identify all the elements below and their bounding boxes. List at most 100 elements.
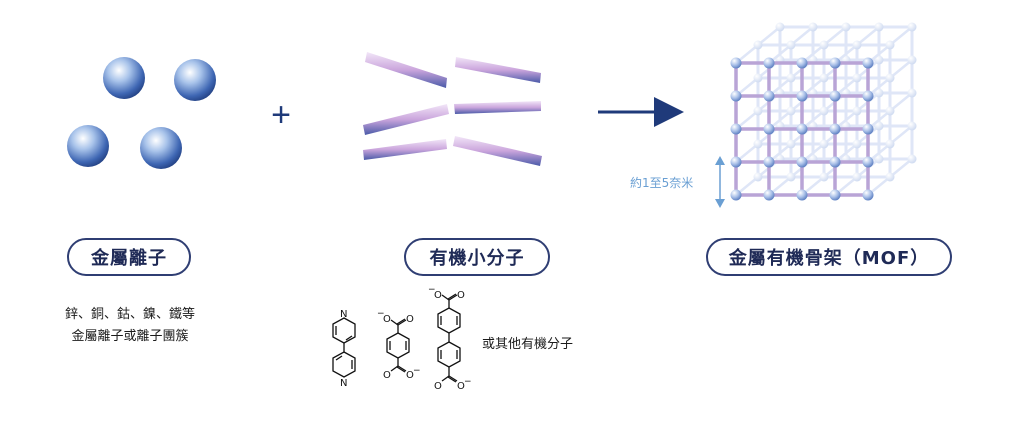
lattice-node xyxy=(907,88,917,98)
linker-rod xyxy=(454,101,541,114)
lattice-node xyxy=(819,40,829,50)
lattice-node xyxy=(786,139,796,149)
lattice-bond xyxy=(888,91,914,113)
oxygen-label: O xyxy=(457,381,465,392)
dimension-label: 約1至5奈米 xyxy=(630,176,694,190)
lattice-node xyxy=(829,189,841,201)
lattice-node xyxy=(852,40,862,50)
lattice-bond xyxy=(888,25,914,47)
lattice-node xyxy=(819,139,829,149)
lattice-node xyxy=(786,172,796,182)
lattice-bond xyxy=(822,25,848,47)
minus-label: − xyxy=(428,285,436,295)
lattice-node xyxy=(775,22,785,32)
lattice-node xyxy=(763,123,775,135)
nitrogen-label: N xyxy=(340,378,347,389)
lattice-node xyxy=(885,73,895,83)
oxygen-label: O xyxy=(434,381,442,392)
minus-label: − xyxy=(377,309,385,319)
lattice-node xyxy=(852,172,862,182)
lattice-bond xyxy=(756,25,782,47)
bipyridine-structure: N N xyxy=(332,309,356,389)
lattice-node xyxy=(730,57,742,69)
metal-ion-sphere xyxy=(103,57,145,99)
oxygen-label: O xyxy=(457,290,465,301)
linker-rod xyxy=(455,57,541,83)
oxygen-label: O xyxy=(406,370,414,381)
lattice-node xyxy=(763,156,775,168)
lattice-node xyxy=(730,90,742,102)
lattice-node xyxy=(819,172,829,182)
lattice-node xyxy=(753,73,763,83)
lattice-node xyxy=(862,189,874,201)
oxygen-label: O xyxy=(434,290,442,301)
oxygen-label: O xyxy=(383,370,391,381)
linker-rod xyxy=(365,52,447,88)
lattice-node xyxy=(730,189,742,201)
lattice-bond xyxy=(855,25,881,47)
lattice-node xyxy=(829,57,841,69)
lattice-node xyxy=(786,40,796,50)
lattice-bond xyxy=(888,157,914,179)
linker-rod xyxy=(453,136,542,166)
lattice-node xyxy=(786,73,796,83)
linker-rod xyxy=(363,104,449,135)
metal-ion-spheres xyxy=(67,57,216,169)
lattice-node xyxy=(796,90,808,102)
lattice-node xyxy=(862,123,874,135)
oxygen-label: O xyxy=(406,314,414,325)
lattice-node xyxy=(852,106,862,116)
metal-ions-label: 金屬離子 xyxy=(67,238,191,276)
metal-ion-sphere xyxy=(174,59,216,101)
lattice-bond xyxy=(888,124,914,146)
lattice-node xyxy=(874,55,884,65)
lattice-node xyxy=(862,57,874,69)
lattice-node xyxy=(796,57,808,69)
lattice-node xyxy=(874,121,884,131)
lattice-node xyxy=(763,90,775,102)
lattice-node xyxy=(862,90,874,102)
lattice-node xyxy=(753,172,763,182)
metal-ion-description: 鋅、銅、鈷、鎳、鐵等 金屬離子或離子團簇 xyxy=(40,304,220,348)
chemical-structures: N N O − O O O − xyxy=(332,285,472,392)
lattice-node xyxy=(885,106,895,116)
lattice-bond xyxy=(888,58,914,80)
lattice-node xyxy=(753,139,763,149)
lattice-node xyxy=(852,73,862,83)
organic-linker-rods xyxy=(363,52,542,166)
lattice-node xyxy=(819,106,829,116)
minus-label: − xyxy=(464,377,472,387)
lattice-node xyxy=(808,22,818,32)
lattice-node xyxy=(730,123,742,135)
lattice-node xyxy=(796,156,808,168)
oxygen-label: O xyxy=(383,314,391,325)
lattice-node xyxy=(874,88,884,98)
metal-ion-sphere xyxy=(67,125,109,167)
minus-label: − xyxy=(413,366,421,376)
lattice-node xyxy=(763,57,775,69)
lattice-node xyxy=(885,139,895,149)
lattice-node xyxy=(907,154,917,164)
lattice-node xyxy=(796,189,808,201)
plus-symbol: + xyxy=(271,96,291,134)
metal-ion-examples: 鋅、銅、鈷、鎳、鐵等 xyxy=(64,307,195,322)
nitrogen-label: N xyxy=(340,309,347,320)
metal-ion-sphere xyxy=(140,127,182,169)
lattice-node xyxy=(796,123,808,135)
lattice-node xyxy=(907,22,917,32)
dimension-indicator xyxy=(715,156,725,208)
lattice-node xyxy=(753,106,763,116)
organic-molecules-label: 有機小分子 xyxy=(404,238,550,276)
other-organic-molecules-text: 或其他有機分子 xyxy=(482,337,574,352)
lattice-node xyxy=(874,154,884,164)
lattice-node xyxy=(885,172,895,182)
lattice-node xyxy=(753,40,763,50)
lattice-node xyxy=(786,106,796,116)
lattice-node xyxy=(862,156,874,168)
biphenyldicarboxylate-structure: O − O O O − xyxy=(428,285,472,392)
lattice-node xyxy=(874,22,884,32)
lattice-node xyxy=(907,121,917,131)
lattice-node xyxy=(763,189,775,201)
